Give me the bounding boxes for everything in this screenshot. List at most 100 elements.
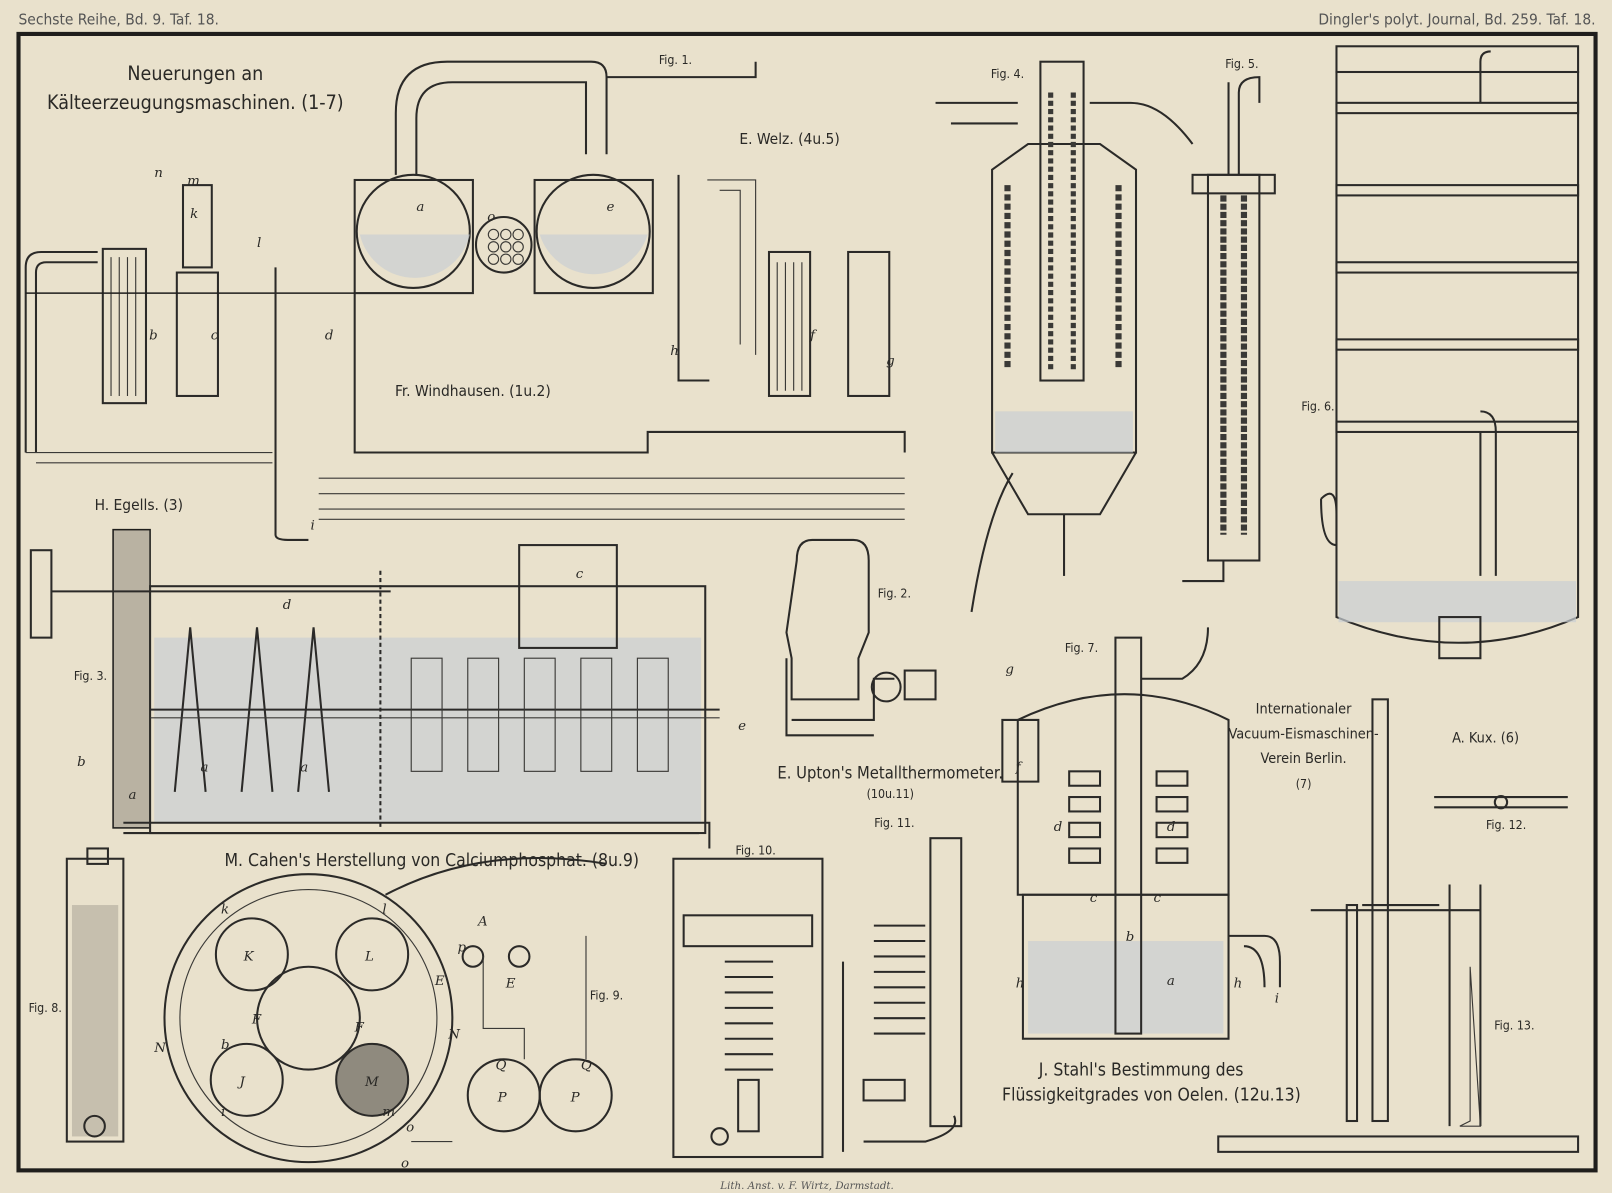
title-egells: H. Egells. (3) <box>95 496 183 514</box>
svg-text:N: N <box>153 1041 167 1056</box>
fig-6-drawing <box>1320 45 1580 660</box>
svg-text:e: e <box>738 719 746 734</box>
svg-text:d: d <box>283 598 292 613</box>
svg-text:K: K <box>243 950 255 965</box>
title-upton-figs: (10u.11) <box>867 787 914 801</box>
fig-3-letters: d c b a a a e <box>77 567 746 803</box>
svg-text:A: A <box>476 915 488 930</box>
fig-6-label: Fig. 6. <box>1301 399 1334 413</box>
svg-text:g: g <box>1005 663 1014 678</box>
svg-text:h: h <box>670 344 679 359</box>
footer-lithographer: Lith. Anst. v. F. Wirtz, Darmstadt. <box>719 1180 894 1192</box>
svg-text:d: d <box>1167 820 1176 835</box>
svg-text:l: l <box>257 236 261 251</box>
svg-text:i: i <box>310 519 314 534</box>
fig-8-label: Fig. 8. <box>29 1001 62 1015</box>
fig-7-label: Fig. 7. <box>1065 641 1098 655</box>
svg-text:N: N <box>447 1028 461 1043</box>
svg-text:d: d <box>1054 820 1063 835</box>
svg-text:f: f <box>1015 760 1023 775</box>
title-welz: E. Welz. (4u.5) <box>739 130 839 148</box>
svg-text:i: i <box>1275 992 1279 1007</box>
svg-text:o: o <box>401 1156 409 1171</box>
fig-7-drawing <box>1001 627 1281 1040</box>
svg-text:b: b <box>221 1038 230 1053</box>
fig-9-letters: K L J M F F P P N N A E E k l i m b o o … <box>153 902 592 1171</box>
title-windhausen: Fr. Windhausen. (1u.2) <box>395 382 551 400</box>
svg-text:F: F <box>251 1012 262 1027</box>
svg-text:L: L <box>364 950 374 965</box>
svg-text:M: M <box>364 1075 379 1090</box>
svg-text:c: c <box>1090 891 1098 906</box>
title-stahl-2: Flüssigkeitgrades von Oelen. (12u.13) <box>1002 1085 1301 1105</box>
svg-text:a: a <box>129 788 137 803</box>
main-title-line-2: Kälteerzeugungsmaschinen. (1-7) <box>47 91 344 114</box>
fig-13-label: Fig. 13. <box>1494 1018 1534 1032</box>
fig-10-drawing <box>672 857 824 1159</box>
fig-12-13-drawing <box>1217 698 1580 1153</box>
fig-1-label: Fig. 1. <box>659 53 692 67</box>
fig-4-drawing <box>935 60 1194 613</box>
fig-5-drawing <box>1182 76 1276 583</box>
svg-text:c: c <box>1153 891 1161 906</box>
svg-text:P: P <box>497 1090 508 1105</box>
plate-border <box>16 31 1598 1173</box>
title-upton: E. Upton's Metallthermometer. <box>777 764 1003 783</box>
fig-3-drawing <box>29 528 720 849</box>
svg-text:g: g <box>886 354 895 369</box>
svg-text:P: P <box>570 1090 581 1105</box>
fig-9-label: Fig. 9. <box>590 989 623 1003</box>
svg-text:Q: Q <box>581 1059 592 1074</box>
svg-text:d: d <box>325 328 334 343</box>
fig-12-label: Fig. 12. <box>1486 818 1526 832</box>
svg-text:h: h <box>1234 976 1243 991</box>
svg-text:F: F <box>354 1021 365 1036</box>
fig-5-label: Fig. 5. <box>1225 57 1258 71</box>
fig-8-drawing <box>65 847 125 1143</box>
fig-11-drawing <box>841 837 963 1152</box>
title-stahl-1: J. Stahl's Bestimmung des <box>1038 1061 1244 1081</box>
svg-text:h: h <box>1016 976 1025 991</box>
fig-9-drawing <box>163 857 613 1164</box>
svg-text:o: o <box>406 1120 414 1135</box>
title-verein-2: Vacuum-Eismaschinen- <box>1229 726 1379 742</box>
svg-text:E: E <box>505 976 516 991</box>
svg-text:l: l <box>382 902 386 917</box>
fig-2-label: Fig. 2. <box>878 587 911 601</box>
title-cahen: M. Cahen's Herstellung von Calciumphosph… <box>225 851 640 871</box>
fig-7-letters: g f c c d d b a h h i <box>1005 663 1279 1007</box>
svg-text:i: i <box>221 1105 225 1120</box>
svg-text:k: k <box>221 902 229 917</box>
svg-text:m: m <box>187 174 200 189</box>
svg-text:m: m <box>382 1105 395 1120</box>
svg-text:o: o <box>487 210 495 225</box>
fig-1-drawing <box>24 60 906 541</box>
svg-text:e: e <box>607 200 615 215</box>
title-verein-3: Verein Berlin. <box>1260 751 1346 767</box>
header-left: Sechste Reihe, Bd. 9. Taf. 18. <box>19 11 219 29</box>
fig-10-label: Fig. 10. <box>735 844 775 858</box>
fig-2-drawing <box>785 538 937 737</box>
svg-text:p: p <box>457 940 466 955</box>
title-verein-1: Internationaler <box>1256 702 1352 718</box>
svg-text:b: b <box>149 328 158 343</box>
fig-4-label: Fig. 4. <box>991 67 1024 81</box>
svg-text:J: J <box>237 1075 246 1090</box>
svg-text:a: a <box>416 200 424 215</box>
svg-text:c: c <box>576 567 584 582</box>
svg-text:a: a <box>1167 974 1175 989</box>
main-title-line-1: Neuerungen an <box>127 62 263 85</box>
svg-text:a: a <box>300 760 308 775</box>
svg-text:n: n <box>154 166 163 181</box>
title-verein-4: (7) <box>1296 777 1312 791</box>
svg-text:k: k <box>190 207 198 222</box>
svg-text:b: b <box>77 755 86 770</box>
svg-text:b: b <box>1126 930 1135 945</box>
header-right: Dingler's polyt. Journal, Bd. 259. Taf. … <box>1318 11 1595 29</box>
fig-3-label: Fig. 3. <box>74 669 107 683</box>
fig-11-label: Fig. 11. <box>874 816 914 830</box>
svg-text:f: f <box>809 328 817 343</box>
title-kux: A. Kux. (6) <box>1452 731 1519 747</box>
